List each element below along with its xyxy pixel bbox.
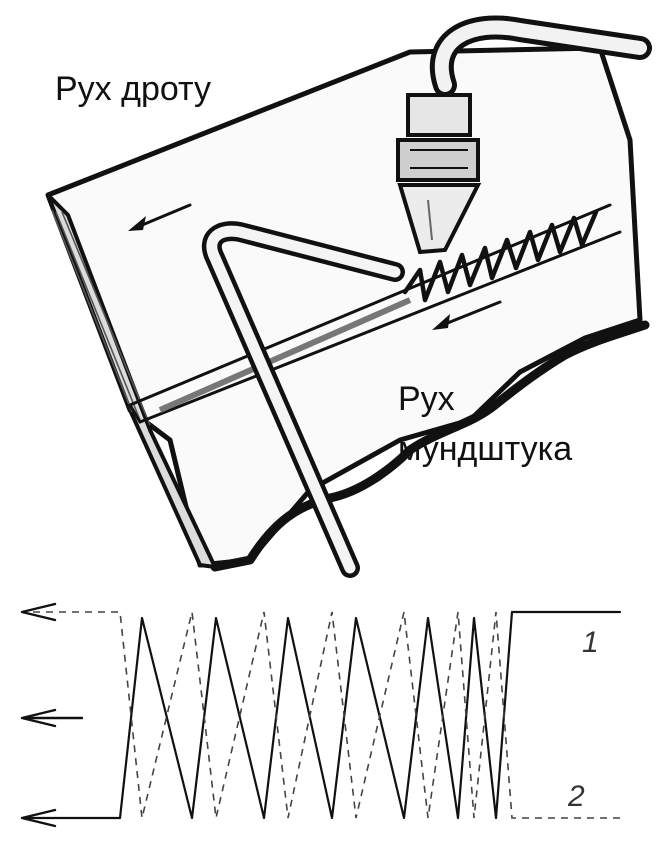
welding-illustration: Рух дроту Рух мундштука <box>45 15 652 578</box>
nozzle-motion-label-line2: мундштука <box>398 430 572 468</box>
weld-bead-zigzag <box>402 209 599 303</box>
wire-motion-label: Рух дроту <box>55 70 211 108</box>
nozzle-motion-label-line1: Рух <box>398 380 455 418</box>
torch-nozzle <box>396 93 482 255</box>
wire-direction-arrow <box>128 203 192 231</box>
plate-edge-hatching <box>51 209 151 426</box>
trajectory-curve-2 <box>28 611 620 819</box>
trajectory-diagram: 1 2 <box>20 602 622 828</box>
weld-groove-lower <box>138 230 622 424</box>
arrow-top <box>20 602 57 622</box>
plate-torn-edge <box>210 320 650 572</box>
weld-groove-shadow <box>158 297 412 413</box>
trajectory-curve-1 <box>26 610 622 820</box>
nozzle-direction-arrow <box>432 300 502 330</box>
arrow-middle <box>20 708 84 728</box>
electrode-wire-core <box>206 225 401 574</box>
plate-top-face <box>45 45 643 568</box>
weld-groove-edge <box>128 403 142 424</box>
curve-1-label: 1 <box>582 626 599 659</box>
curve-2-label: 2 <box>567 780 585 813</box>
arrow-bottom <box>20 808 57 828</box>
torch-hose-core <box>434 20 647 92</box>
